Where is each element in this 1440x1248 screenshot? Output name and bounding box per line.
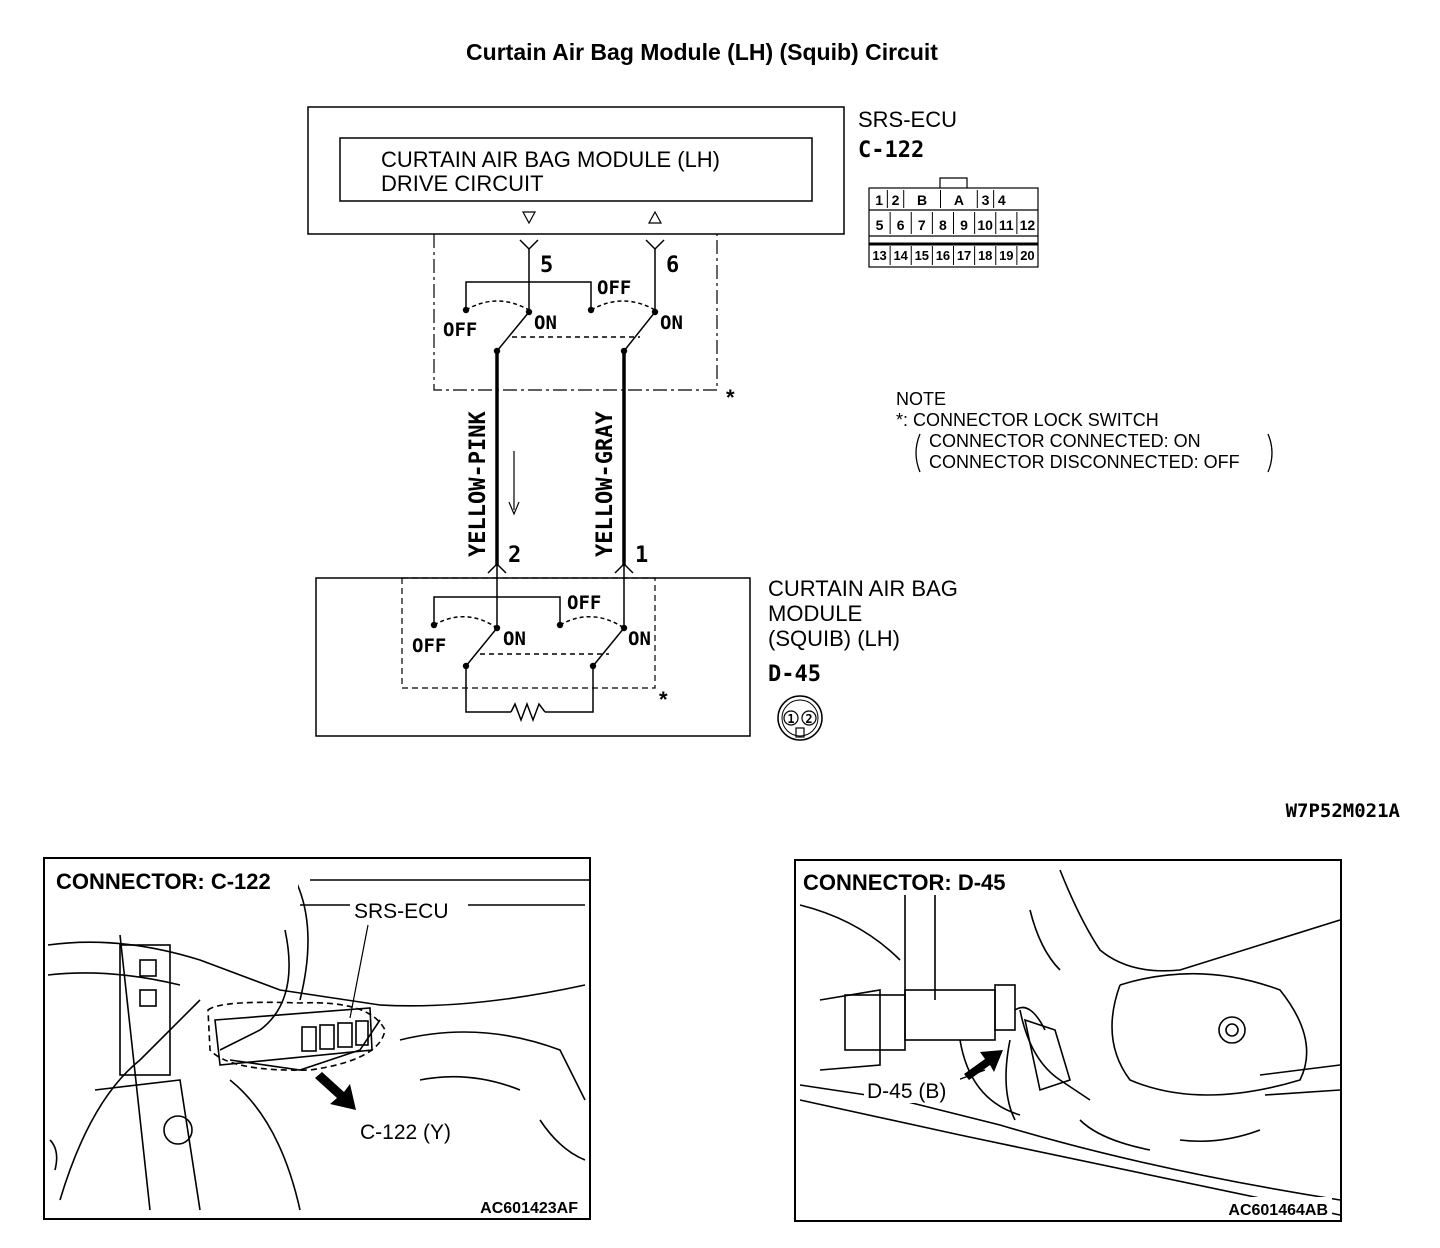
ecu-switch-off-right: OFF — [597, 277, 631, 299]
c122-row1-pin-4: 3 — [982, 192, 990, 208]
module-lock-switch-boundary — [401, 577, 656, 689]
c122-photo-illustration — [47, 869, 590, 1211]
ecu-terminal-5: 5 — [540, 253, 553, 278]
d45-connector-face: 1 2 — [777, 695, 823, 741]
ecu-lock-switch-boundary — [433, 234, 718, 391]
wire-color-yellow-gray: YELLOW-GRAY — [593, 411, 618, 557]
c122-photo-connector-label: C-122 (Y) — [360, 1121, 451, 1144]
c122-row3-pin-6: 19 — [999, 248, 1013, 263]
c122-label: C-122 — [858, 138, 924, 163]
c122-row2-pin-4: 9 — [960, 217, 968, 233]
c122-row3-pin-2: 15 — [915, 248, 929, 263]
ecu-switch-wiring — [465, 239, 665, 352]
c122-connector-face — [868, 177, 1039, 268]
module-switch-on-left: ON — [503, 628, 526, 650]
c122-row1-pin-5: 4 — [998, 192, 1006, 208]
c122-photo-heading: CONNECTOR: C-122 — [56, 869, 271, 894]
c122-row2-pin-2: 7 — [918, 217, 926, 233]
diagram-code: W7P52M021A — [1286, 800, 1401, 822]
d45-connector-label-bg — [864, 1076, 960, 1103]
ecu-lock-switch-asterisk: * — [726, 385, 735, 410]
d45-photo-heading: CONNECTOR: D-45 — [803, 870, 1006, 895]
ecu-switch-on-right: ON — [660, 312, 683, 334]
c122-code-bg — [462, 1195, 584, 1217]
c122-row1-pin-3: A — [954, 192, 964, 208]
c122-row2-pin-5: 10 — [977, 217, 993, 233]
module-terminal-2-chevron — [487, 562, 507, 574]
c122-row3-pin-3: 16 — [936, 248, 950, 263]
c122-row2-pin-7: 12 — [1020, 217, 1036, 233]
module-name-line2: MODULE — [768, 601, 862, 626]
d45-label: D-45 — [768, 662, 821, 687]
ecu-switch-contacts — [462, 306, 659, 355]
c122-row2-pin-3: 8 — [939, 217, 947, 233]
c122-row3-pin-7: 20 — [1020, 248, 1034, 263]
note-paren-left — [915, 433, 921, 473]
c122-connector-label-bg — [356, 1116, 472, 1144]
d45-photo-code: AC601464AB — [1228, 1202, 1328, 1219]
d45-pin-1: 1 — [787, 712, 794, 726]
d45-photo-illustration — [799, 869, 1341, 1216]
module-switch-wiring — [433, 566, 625, 723]
module-switch-off-left: OFF — [412, 635, 446, 657]
photo-panel-d45: CONNECTOR: D-45 D-45 (B) AC601464AB — [794, 859, 1342, 1222]
ecu-switch-off-left: OFF — [443, 319, 477, 341]
c122-ecu-label-bg — [350, 896, 468, 922]
c122-pointer-arrow — [315, 1072, 356, 1110]
d45-photo-connector-label: D-45 (B) — [867, 1080, 946, 1103]
d45-pin-2: 2 — [805, 712, 812, 726]
air-bag-module-box — [315, 577, 751, 737]
d45-pointer-arrow — [964, 1050, 1003, 1080]
c122-row3-pin-0: 13 — [872, 248, 886, 263]
photo-panel-c122: CONNECTOR: C-122 SRS-ECU C-122 (Y) AC601… — [43, 857, 591, 1220]
wire-color-yellow-pink: YELLOW-PINK — [466, 411, 491, 557]
ecu-switch-on-left: ON — [534, 312, 557, 334]
module-name-line3: (SQUIB) (LH) — [768, 626, 900, 651]
c122-row1-pin-0: 1 — [875, 192, 883, 208]
c122-row2-pin-6: 11 — [999, 217, 1014, 233]
module-name-line1: CURTAIN AIR BAG — [768, 576, 958, 601]
current-arrow-head — [508, 501, 520, 516]
c122-row2-pin-1: 6 — [897, 217, 905, 233]
c122-row2-pin-0: 5 — [876, 217, 884, 233]
drive-circuit-box — [339, 137, 813, 202]
c122-row3-pin-5: 18 — [978, 248, 992, 263]
srs-ecu-box — [307, 106, 845, 235]
module-terminal-2: 2 — [508, 543, 521, 568]
note-line-3: CONNECTOR DISCONNECTED: OFF — [929, 452, 1240, 472]
d45-code-bg — [1206, 1197, 1332, 1219]
c122-heading-bg — [52, 865, 298, 893]
note-paren-right — [1267, 433, 1273, 473]
module-lock-switch-asterisk: * — [659, 687, 668, 712]
output-triangle-up — [647, 210, 663, 224]
module-terminal-1: 1 — [635, 543, 648, 568]
c122-row3-pin-1: 14 — [893, 248, 908, 263]
drive-circuit-line2: DRIVE CIRCUIT — [381, 171, 544, 196]
module-switch-on-right: ON — [628, 628, 651, 650]
c122-photo-ecu-label: SRS-ECU — [354, 900, 449, 923]
module-switch-off-right: OFF — [567, 592, 601, 614]
note-line-1: *: CONNECTOR LOCK SWITCH — [896, 410, 1159, 430]
ecu-terminal-6: 6 — [666, 253, 679, 278]
drive-circuit-line1: CURTAIN AIR BAG MODULE (LH) — [381, 147, 720, 172]
c122-row3-pin-4: 17 — [957, 248, 971, 263]
module-switch-contacts — [430, 621, 628, 670]
c122-pin-row-3: 13 14 15 16 17 18 19 20 — [872, 246, 1035, 265]
note-heading: NOTE — [896, 389, 946, 409]
srs-ecu-label: SRS-ECU — [858, 107, 957, 132]
c122-photo-code: AC601423AF — [480, 1200, 578, 1217]
output-triangle-down — [521, 211, 537, 225]
c122-row1-pin-1: 2 — [892, 192, 900, 208]
page-title: Curtain Air Bag Module (LH) (Squib) Circ… — [466, 39, 938, 65]
module-terminal-1-chevron — [614, 562, 634, 574]
c122-row1-pin-2: B — [917, 192, 927, 208]
note-line-2: CONNECTOR CONNECTED: ON — [929, 431, 1201, 451]
d45-heading-bg — [800, 867, 1036, 895]
